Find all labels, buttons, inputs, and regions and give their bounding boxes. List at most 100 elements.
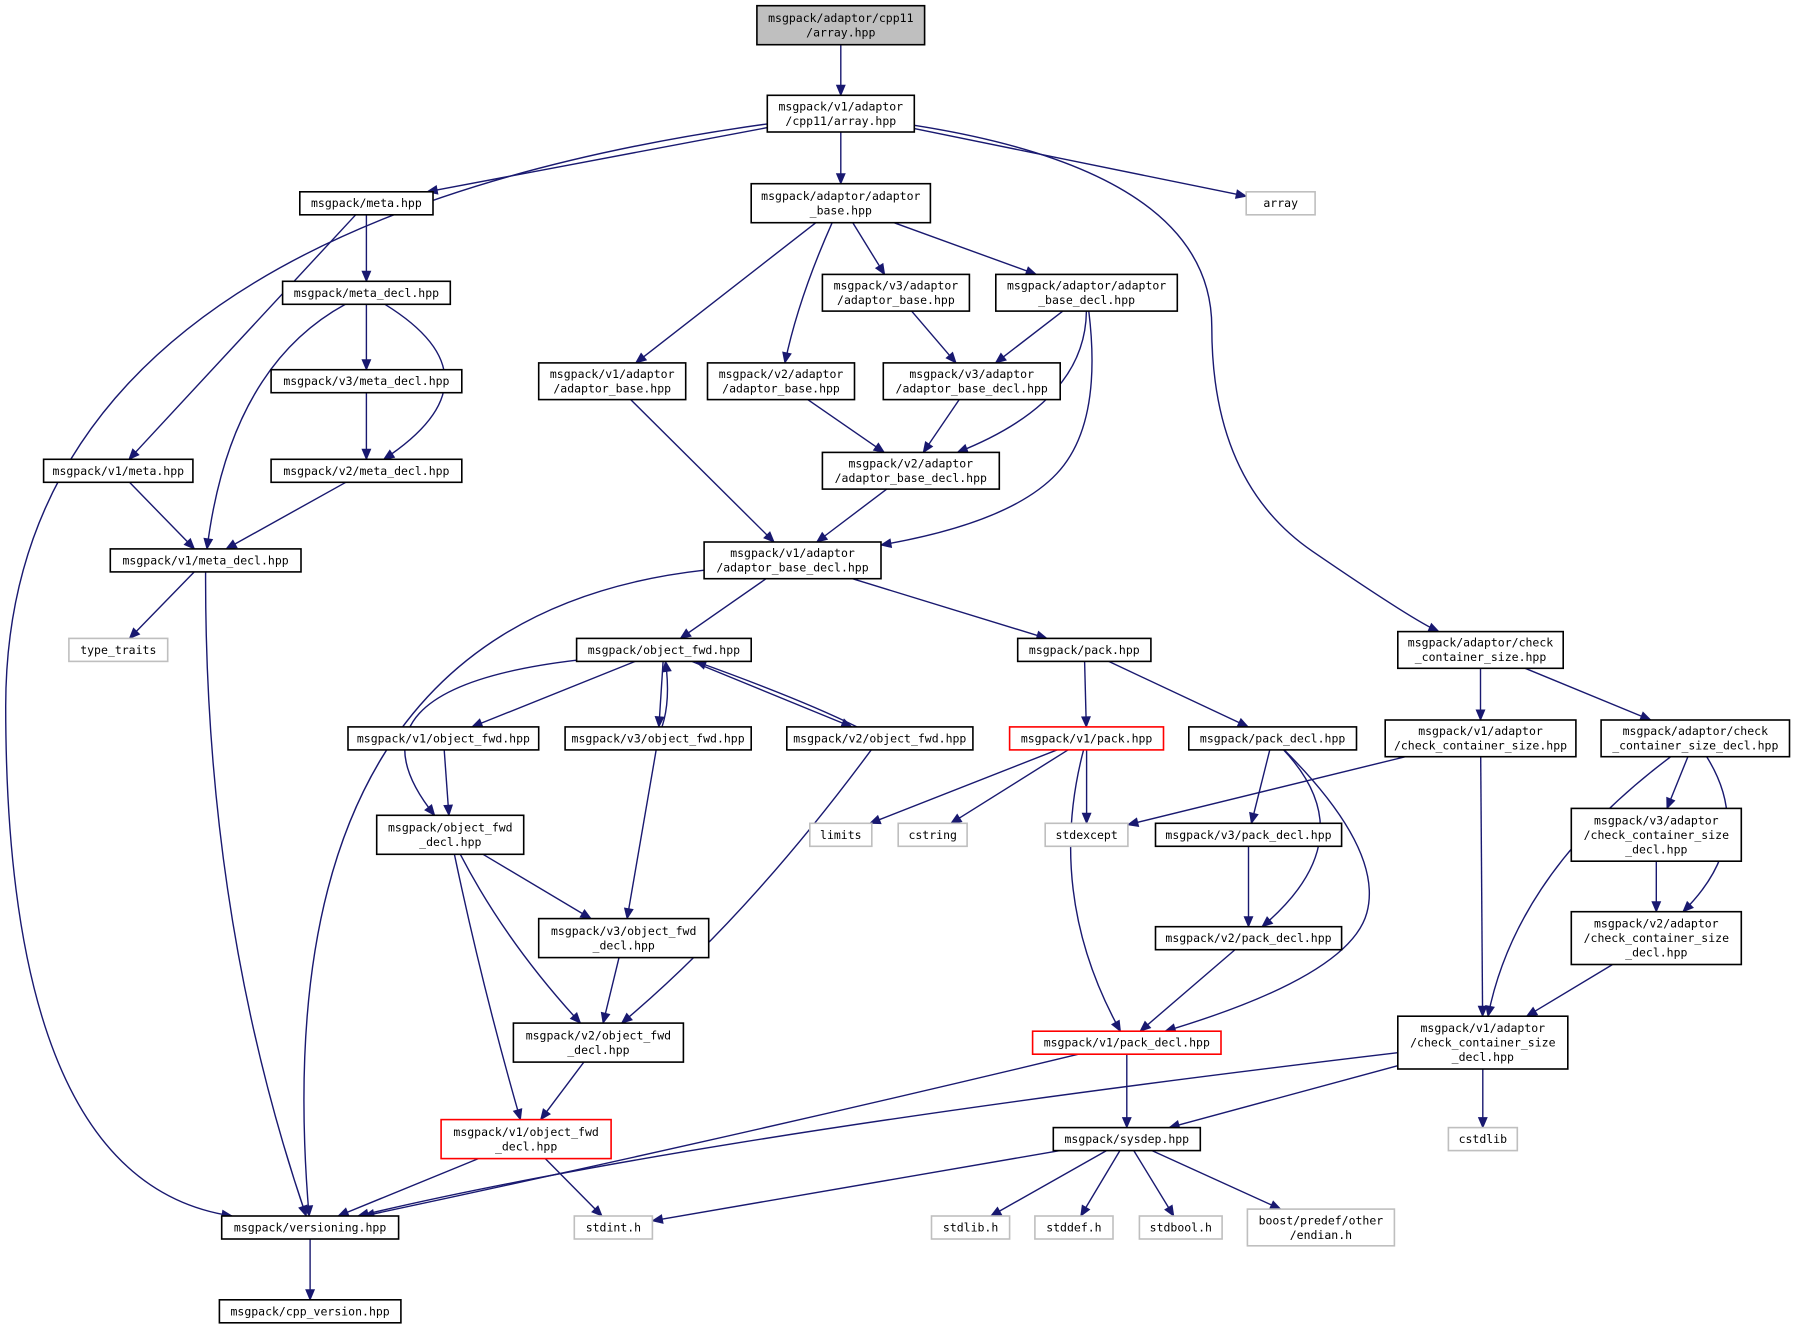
edge-meta-to-v1-meta bbox=[128, 214, 357, 461]
edge-v3-object-fwd-decl-to-v2-object-fwd-decl bbox=[600, 957, 620, 1025]
node-v1-adaptor-base[interactable]: msgpack/v1/adaptor/adaptor_base.hpp bbox=[537, 362, 687, 401]
node-v1-check-container-size[interactable]: msgpack/v1/adaptor/check_container_size.… bbox=[1384, 719, 1577, 758]
edge-line bbox=[1069, 749, 1122, 1032]
node-v1-meta[interactable]: msgpack/v1/meta.hpp bbox=[42, 458, 194, 484]
node-root[interactable]: msgpack/adaptor/cpp11/array.hpp bbox=[756, 4, 926, 46]
node-adaptor-base[interactable]: msgpack/adaptor/adaptor_base.hpp bbox=[750, 182, 932, 224]
node-v3-pack-decl[interactable]: msgpack/v3/pack_decl.hpp bbox=[1154, 822, 1343, 848]
arrowhead bbox=[1243, 916, 1254, 928]
node-label: type_traits bbox=[80, 643, 156, 657]
edge-v1-check-container-size-decl-to-sysdep bbox=[1167, 1065, 1398, 1130]
node-v2-object-fwd-decl[interactable]: msgpack/v2/object_fwd_decl.hpp bbox=[512, 1022, 685, 1063]
node-meta-decl[interactable]: msgpack/meta_decl.hpp bbox=[281, 280, 452, 306]
node-label: /check_container_size bbox=[1410, 1036, 1555, 1050]
node-check-container-size[interactable]: msgpack/adaptor/check_container_size.hpp bbox=[1397, 630, 1565, 670]
node-v3-object-fwd[interactable]: msgpack/v3/object_fwd.hpp bbox=[564, 726, 752, 751]
node-v3-meta-decl[interactable]: msgpack/v3/meta_decl.hpp bbox=[270, 368, 463, 394]
arrowhead bbox=[539, 1108, 552, 1121]
node-v1-adaptor-base-decl[interactable]: msgpack/v1/adaptor/adaptor_base_decl.hpp bbox=[703, 541, 882, 580]
edge-v2-check-container-size-decl-to-v1-check-container-size-decl bbox=[1525, 964, 1613, 1017]
edge-v1-check-container-size-to-v1-check-container-size-decl bbox=[1477, 756, 1488, 1018]
edge-line bbox=[914, 127, 1247, 197]
node-check-container-size-decl[interactable]: msgpack/adaptor/check_container_size_dec… bbox=[1600, 719, 1791, 758]
arrowhead bbox=[424, 803, 436, 817]
arrowhead bbox=[203, 537, 214, 551]
arrowhead bbox=[1126, 817, 1140, 828]
edge-pack-to-v1-pack bbox=[1081, 661, 1091, 729]
edge-meta-to-meta-decl bbox=[361, 214, 372, 283]
node-object-fwd[interactable]: msgpack/object_fwd.hpp bbox=[575, 637, 752, 663]
arrowhead bbox=[872, 442, 886, 454]
node-v3-adaptor-base[interactable]: msgpack/v3/adaptor/adaptor_base.hpp bbox=[821, 273, 971, 312]
node-v1-array[interactable]: msgpack/v1/adaptor/cpp11/array.hpp bbox=[766, 94, 916, 133]
node-box bbox=[537, 917, 710, 959]
node-v1-pack-decl[interactable]: msgpack/v1/pack_decl.hpp bbox=[1031, 1030, 1222, 1055]
node-v2-adaptor-base[interactable]: msgpack/v2/adaptor/adaptor_base.hpp bbox=[706, 362, 856, 401]
node-v1-object-fwd[interactable]: msgpack/v1/object_fwd.hpp bbox=[347, 726, 540, 751]
node-v3-adaptor-base-decl[interactable]: msgpack/v3/adaptor/adaptor_base_decl.hpp bbox=[882, 362, 1061, 401]
node-v1-pack[interactable]: msgpack/v1/pack.hpp bbox=[1008, 726, 1165, 751]
node-label: /adaptor_base_decl.hpp bbox=[716, 561, 868, 575]
edge-line bbox=[1164, 749, 1371, 1032]
node-label: msgpack/adaptor/adaptor bbox=[761, 189, 920, 203]
node-pack[interactable]: msgpack/pack.hpp bbox=[1016, 637, 1152, 663]
node-label: _container_size_decl.hpp bbox=[1612, 739, 1778, 753]
node-v3-object-fwd-decl[interactable]: msgpack/v3/object_fwd_decl.hpp bbox=[537, 917, 710, 959]
node-stdbool: stdbool.h bbox=[1138, 1215, 1223, 1240]
edge-line bbox=[128, 214, 357, 460]
node-label: msgpack/object_fwd.hpp bbox=[588, 643, 740, 657]
node-label: msgpack/adaptor/adaptor bbox=[1007, 279, 1166, 293]
node-v2-meta-decl[interactable]: msgpack/v2/meta_decl.hpp bbox=[270, 458, 463, 484]
node-v1-meta-decl[interactable]: msgpack/v1/meta_decl.hpp bbox=[109, 548, 302, 573]
edge-line bbox=[852, 578, 1048, 640]
node-box bbox=[298, 191, 434, 216]
node-sysdep[interactable]: msgpack/sysdep.hpp bbox=[1052, 1126, 1202, 1152]
node-box bbox=[109, 548, 302, 573]
node-label: _base.hpp bbox=[810, 204, 872, 218]
edge-object-fwd-decl-to-v3-object-fwd-decl bbox=[482, 853, 593, 920]
edge-line bbox=[630, 399, 775, 543]
node-v2-object-fwd[interactable]: msgpack/v2/object_fwd.hpp bbox=[785, 726, 974, 751]
node-box bbox=[1188, 726, 1358, 751]
node-v3-check-container-size-decl[interactable]: msgpack/v3/adaptor/check_container_size_… bbox=[1570, 807, 1743, 863]
edge-line bbox=[128, 481, 195, 550]
node-adaptor-base-decl[interactable]: msgpack/adaptor/adaptor_base_decl.hpp bbox=[994, 273, 1179, 312]
arrowhead bbox=[1682, 900, 1694, 913]
edge-v1-object-fwd-decl-to-versioning bbox=[337, 1157, 479, 1217]
edge-line bbox=[894, 222, 1037, 276]
node-versioning[interactable]: msgpack/versioning.hpp bbox=[220, 1215, 400, 1240]
node-v2-check-container-size-decl[interactable]: msgpack/v2/adaptor/check_container_size_… bbox=[1570, 910, 1743, 966]
edge-v3-object-fwd-to-object-fwd bbox=[661, 660, 672, 728]
node-box bbox=[1154, 925, 1343, 951]
node-box bbox=[42, 458, 194, 484]
node-label: msgpack/v2/adaptor bbox=[1594, 917, 1719, 931]
edge-v1-adaptor-base-to-v1-adaptor-base-decl bbox=[630, 399, 775, 543]
node-box bbox=[68, 637, 169, 663]
edge-line bbox=[544, 1158, 603, 1217]
edge-line bbox=[784, 222, 833, 364]
node-label: msgpack/v2/meta_decl.hpp bbox=[283, 464, 449, 478]
node-label: _decl.hpp bbox=[1452, 1050, 1514, 1064]
node-meta[interactable]: msgpack/meta.hpp bbox=[298, 191, 434, 216]
arrowhead bbox=[1080, 1204, 1091, 1218]
node-stdexcept: stdexcept bbox=[1044, 822, 1129, 848]
edge-line bbox=[635, 222, 817, 364]
edge-line bbox=[950, 749, 1069, 824]
node-v2-pack-decl[interactable]: msgpack/v2/pack_decl.hpp bbox=[1154, 925, 1343, 951]
node-cpp-version[interactable]: msgpack/cpp_version.hpp bbox=[218, 1299, 402, 1324]
edge-v1-array-to-array bbox=[914, 127, 1248, 199]
node-box bbox=[785, 726, 974, 751]
node-label: boost/predef/other bbox=[1259, 1213, 1384, 1227]
node-pack-decl[interactable]: msgpack/pack_decl.hpp bbox=[1188, 726, 1358, 751]
node-label: stdint.h bbox=[586, 1221, 641, 1235]
node-v1-check-container-size-decl[interactable]: msgpack/v1/adaptor/check_container_size_… bbox=[1397, 1015, 1569, 1070]
node-label: stddef.h bbox=[1046, 1221, 1101, 1235]
node-object-fwd-decl[interactable]: msgpack/object_fwd_decl.hpp bbox=[375, 814, 525, 856]
node-v2-adaptor-base-decl[interactable]: msgpack/v2/adaptor/adaptor_base_decl.hpp bbox=[821, 451, 1001, 490]
edge-line bbox=[1133, 1150, 1175, 1217]
node-v1-object-fwd-decl[interactable]: msgpack/v1/object_fwd_decl.hpp bbox=[440, 1118, 612, 1160]
edge-v1-pack-decl-to-sysdep bbox=[1121, 1054, 1132, 1129]
node-label: /array.hpp bbox=[806, 26, 875, 40]
edge-line bbox=[443, 749, 450, 816]
node-label: /adaptor_base.hpp bbox=[553, 382, 671, 396]
